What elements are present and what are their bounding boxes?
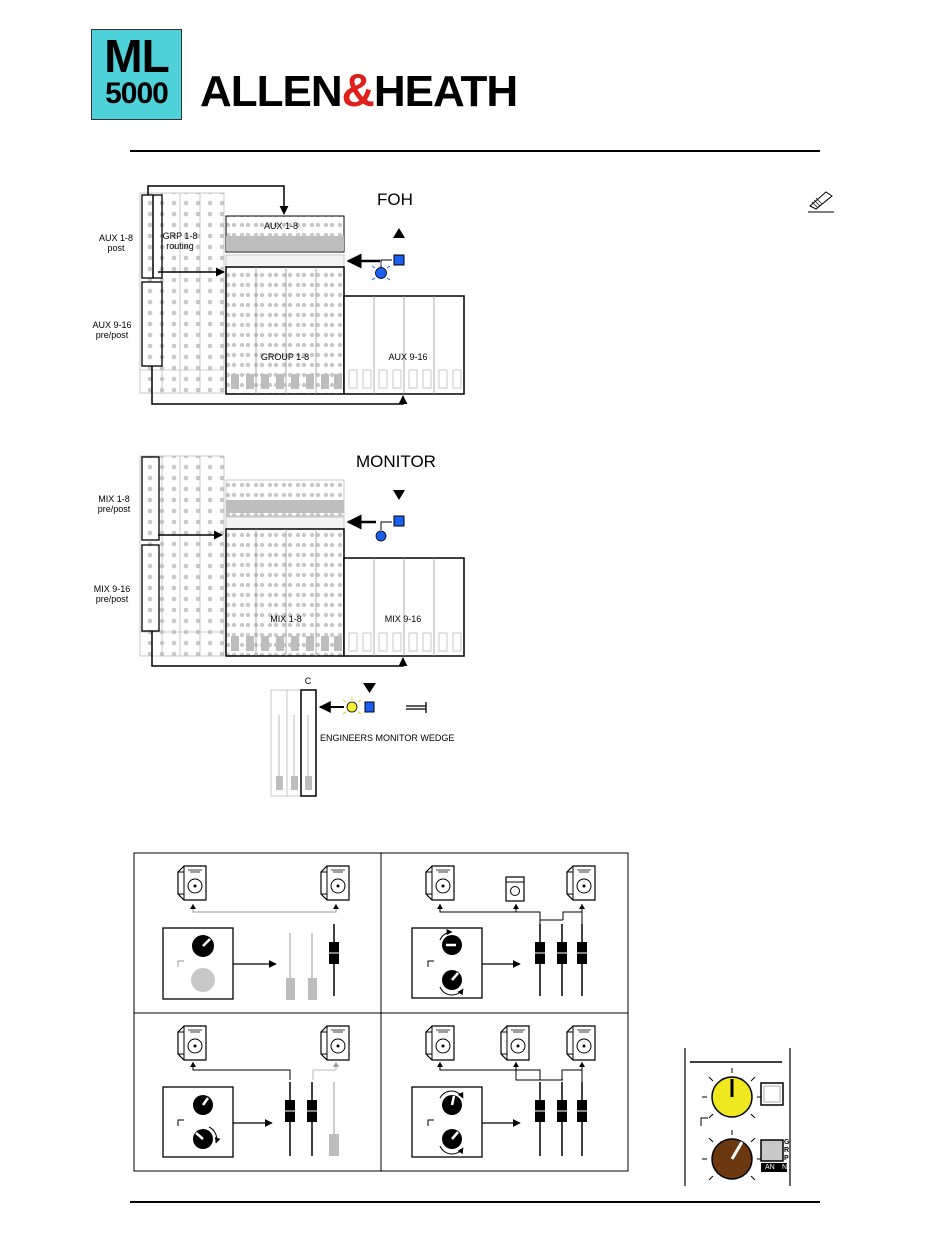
aux916-prepost-label: AUX 9-16 pre/post	[82, 320, 142, 340]
speaker-left-icon	[178, 866, 206, 900]
speaker-centre-small-icon	[506, 877, 524, 901]
monitor-down-triangle-icon	[393, 490, 405, 500]
panel-button-grey	[761, 1140, 783, 1161]
speaker-right-icon	[321, 1026, 349, 1060]
quad-lcr-mode	[412, 904, 587, 998]
mix18-prepost-label: MIX 1-8 pre/post	[86, 494, 142, 514]
monitor-title: MONITOR	[356, 452, 436, 472]
speakers	[178, 866, 595, 1060]
aux916-block-label: AUX 9-16	[378, 352, 438, 362]
speaker-left-icon	[426, 1026, 454, 1060]
wedge-switch	[365, 702, 374, 712]
wedge-c-label: C	[301, 676, 315, 686]
speaker-right-icon	[567, 1026, 595, 1060]
mix18-block-label: MIX 1-8	[256, 614, 316, 624]
speaker-left-icon	[178, 1026, 206, 1060]
foh-up-triangle-icon	[393, 228, 405, 238]
foh-section	[140, 186, 464, 404]
quad-lcr-pan-mode	[412, 1062, 587, 1157]
panel-grp-label: GRP	[784, 1139, 792, 1163]
wedge-down-triangle-icon	[363, 683, 376, 693]
speaker-right-icon	[321, 866, 349, 900]
wedge-yellow-led	[347, 702, 357, 712]
monitor-blue-led	[376, 531, 386, 541]
foh-blue-led	[376, 268, 387, 279]
mix916-block-label: MIX 9-16	[373, 614, 433, 624]
foh-title: FOH	[377, 190, 413, 210]
panel-n-label: N	[782, 1163, 787, 1172]
monitor-input-strips	[140, 456, 224, 656]
group18-block-label: GROUP 1-8	[250, 352, 320, 362]
quad-stereo-mode	[163, 904, 339, 1000]
grp-routing-label: GRP 1-8 routing	[158, 231, 202, 251]
speaker-right-icon	[567, 866, 595, 900]
note-pencil-icon	[808, 192, 834, 212]
monitor-mode-switch	[394, 516, 404, 526]
panel-an-label: AN	[765, 1163, 775, 1172]
speaker-centre-icon	[501, 1026, 529, 1060]
aux18-block-label: AUX 1-8	[256, 221, 306, 231]
wedge-label: ENGINEERS MONITOR WEDGE	[320, 733, 454, 743]
speaker-left-icon	[426, 866, 454, 900]
monitor-section	[140, 456, 464, 796]
mix916-prepost-label: MIX 9-16 pre/post	[82, 584, 142, 604]
aux18-post-label: AUX 1-8 post	[88, 233, 144, 253]
quad-lr-mono-mode	[163, 1062, 339, 1157]
foh-mode-switch	[394, 255, 404, 265]
